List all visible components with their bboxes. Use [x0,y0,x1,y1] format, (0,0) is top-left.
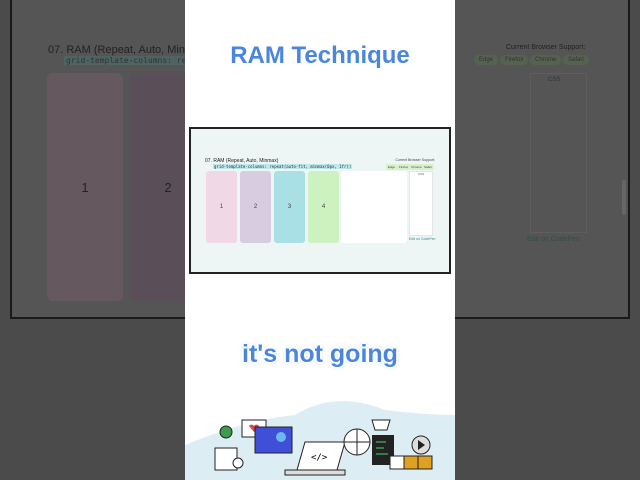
tech-illustration: </> [185,401,455,480]
bg-css-panel [530,73,587,233]
play-button-icon [411,435,431,455]
demo-section-title: 07. RAM (Repeat, Auto, Minmax) [205,158,279,164]
demo-grid-item-1: 1 [206,171,237,243]
demo-badge-firefox: Firefox [397,164,411,170]
caption-text: it's not going [242,340,398,368]
globe-icon [343,428,371,456]
demo-badge-edge: Edge [386,164,398,170]
demo-css-panel: CSS [409,171,433,236]
bg-badge-firefox: Firefox [500,55,529,65]
terminal-icon [372,435,394,465]
bg-support-label: Current Browser Support: [506,44,586,51]
bg-badge-edge: Edge [474,55,499,65]
demo-screenshot: 07. RAM (Repeat, Auto, Minmax) grid-temp… [189,127,451,274]
coffee-cup-icon [371,419,391,431]
profile-card-icon [254,426,293,454]
demo-grid-item-3: 3 [274,171,305,243]
bg-grid-item-1: 1 [47,73,123,301]
bg-section-title: 07. RAM (Repeat, Auto, Minm [48,44,195,56]
svg-text:</>: </> [311,453,328,463]
bg-badge-chrome: Chrome [530,55,562,65]
team-avatars-icon [389,455,433,470]
demo-empty-area [341,171,407,243]
demo-grid-item-2: 2 [240,171,271,243]
demo-support-label: Current Browser Support: [395,158,435,162]
demo-grid-item-4: 4 [308,171,339,243]
bg-css-label: CSS [548,77,561,83]
video-title: RAM Technique [230,42,410,69]
demo-codepen-link: Edit on CodePen [409,237,436,241]
bg-code-snippet: grid-template-columns: repeat [64,56,208,65]
plant-icon [214,425,244,471]
demo-badge-chrome: Chrome [409,164,424,170]
demo-badge-safari: Safari [422,164,434,170]
laptop-code-icon: </> [284,441,346,476]
bg-codepen-link: Edit on CodePen [527,236,580,243]
bg-badge-safari: Safari [563,55,589,65]
bg-scrollbar [622,180,626,215]
demo-code-snippet: grid-template-columns: repeat(auto-fit, … [213,164,353,169]
